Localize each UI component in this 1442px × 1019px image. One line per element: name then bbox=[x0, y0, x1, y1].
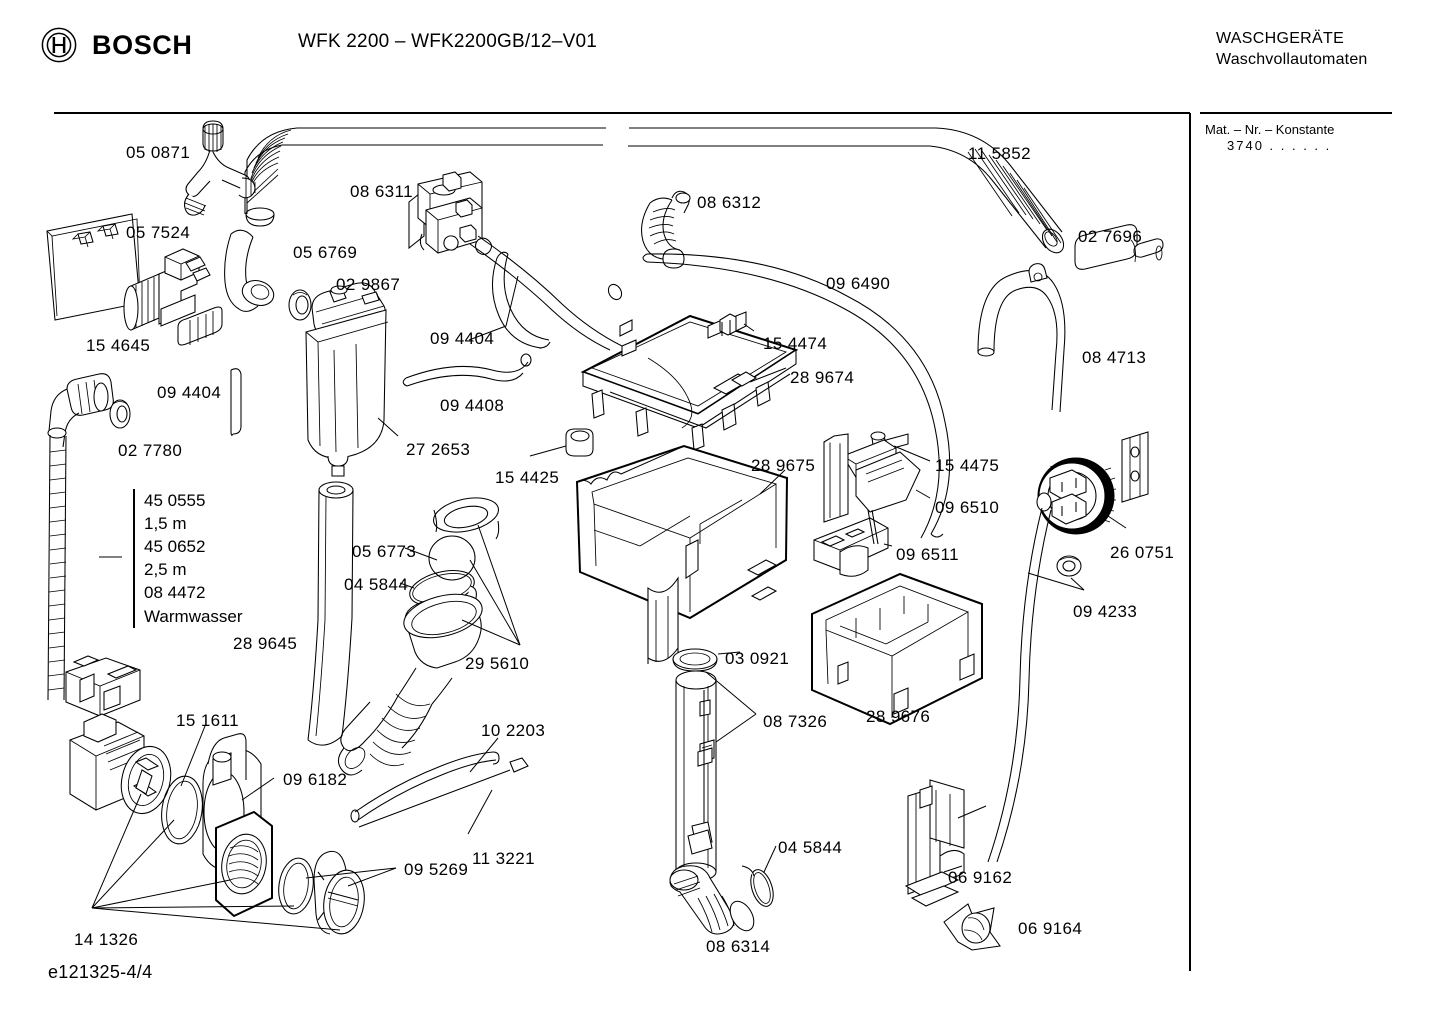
hose-spec-line: Warmwasser bbox=[144, 606, 243, 626]
part-number-label: 09 6511 bbox=[896, 545, 959, 564]
part-number-label: 15 4425 bbox=[495, 468, 560, 487]
part-number-label: 06 9164 bbox=[1018, 919, 1083, 938]
hose-spec-line: 2,5 m bbox=[144, 560, 187, 580]
part-154474-clip bbox=[707, 311, 755, 339]
part-086311-distributor-valve bbox=[408, 171, 493, 256]
part-number-label: 15 4475 bbox=[935, 456, 1000, 475]
drawing-code: e121325-4/4 bbox=[48, 962, 153, 982]
hose-spec-line: 45 0555 bbox=[144, 491, 206, 510]
mat-nr-value: 3740 . . . . . . bbox=[1227, 138, 1332, 154]
part-154475-pressure-sensor bbox=[870, 431, 931, 462]
panel-divider-rule bbox=[1189, 113, 1191, 971]
hose-spec-bracket bbox=[133, 489, 135, 628]
mat-nr-block: Mat. – Nr. – Konstante 3740 . . . . . . bbox=[1205, 122, 1334, 155]
part-number-label: 04 5844 bbox=[778, 838, 843, 857]
part-029867-seal-ring bbox=[288, 289, 312, 321]
part-number-label: 15 4474 bbox=[763, 334, 828, 353]
part-number-label: 08 7326 bbox=[763, 712, 828, 731]
part-number-label: 09 4404 bbox=[157, 383, 222, 402]
hose-spec-line: 08 4472 bbox=[144, 583, 206, 603]
part-number-label: 02 7696 bbox=[1078, 227, 1143, 246]
part-number-label: 09 4408 bbox=[440, 396, 505, 415]
part-number-label: 09 6490 bbox=[826, 274, 891, 293]
part-289645-riser-hose bbox=[307, 481, 354, 746]
part-number-label: 28 9645 bbox=[233, 634, 298, 653]
part-number-label: 08 6311 bbox=[350, 182, 413, 201]
part-number-label: 10 2203 bbox=[481, 721, 546, 740]
part-number-label: 15 1611 bbox=[176, 711, 239, 730]
part-number-label: 11 3221 bbox=[472, 849, 535, 868]
part-289675-drawer-housing bbox=[575, 444, 789, 664]
part-141326-pump-assembly bbox=[65, 655, 397, 935]
part-number-label: 28 9676 bbox=[866, 707, 931, 726]
part-096490-pressure-tube bbox=[642, 253, 951, 539]
part-084713-siphon-bracket bbox=[977, 263, 1074, 481]
brand-wordmark: BOSCH bbox=[92, 29, 193, 60]
part-087326-standpipe bbox=[672, 648, 757, 882]
part-number-label: 29 5610 bbox=[465, 654, 530, 673]
part-number-label: 05 6769 bbox=[293, 243, 358, 262]
part-289676-drawer-tray bbox=[811, 572, 983, 726]
brand-block: BOSCH bbox=[40, 26, 193, 64]
part-050871-tap-adapter bbox=[183, 120, 256, 216]
part-260751-pump-motor bbox=[987, 431, 1149, 863]
part-number-label: 08 6314 bbox=[706, 937, 771, 956]
part-number-label: 15 4645 bbox=[86, 336, 151, 355]
part-number-label: 04 5844 bbox=[344, 575, 409, 594]
part-number-label: 09 6510 bbox=[935, 498, 1000, 517]
part-number-label: 09 4404 bbox=[430, 329, 495, 348]
category-sub: Waschvollautomaten bbox=[1216, 51, 1368, 69]
part-number-label: 02 9867 bbox=[336, 275, 401, 294]
part-096510-holder bbox=[823, 433, 931, 523]
part-number-label: 11 5852 bbox=[968, 144, 1031, 163]
part-number-label: 02 7780 bbox=[118, 441, 183, 460]
part-number-label: 05 6773 bbox=[352, 542, 417, 561]
category-block: WASCHGERÄTE Waschvollautomaten bbox=[1216, 28, 1368, 70]
part-154425-bushing bbox=[529, 428, 594, 457]
part-number-label: 05 7524 bbox=[126, 223, 191, 242]
part-272653-water-distributor bbox=[305, 282, 399, 477]
hose-spec-line: 1,5 m bbox=[144, 514, 187, 534]
part-number-label: 27 2653 bbox=[406, 440, 471, 459]
part-number-label: 08 4713 bbox=[1082, 348, 1147, 367]
part-094408-hose bbox=[402, 353, 532, 387]
part-number-label: 03 0921 bbox=[725, 649, 790, 668]
mat-nr-label: Mat. – Nr. – Konstante bbox=[1205, 122, 1335, 137]
part-086314-drain-elbow bbox=[669, 845, 777, 935]
part-102203-113221-tube-rod bbox=[350, 737, 529, 835]
part-number-label: 14 1326 bbox=[74, 930, 139, 949]
part-number-label: 05 0871 bbox=[126, 143, 191, 162]
header-rule-left bbox=[54, 112, 1190, 114]
part-056769-elbow-hose bbox=[224, 229, 275, 312]
part-number-label: 09 6182 bbox=[283, 770, 348, 789]
part-number-label: 28 9674 bbox=[790, 368, 855, 387]
header-rule-right bbox=[1200, 112, 1392, 114]
part-number-label: 06 9162 bbox=[948, 868, 1013, 887]
part-number-label: 28 9675 bbox=[751, 456, 816, 475]
part-154645-inlet-valve bbox=[123, 248, 223, 346]
part-number-label: 09 5269 bbox=[404, 860, 469, 879]
bosch-armature-logo-icon bbox=[40, 26, 78, 64]
category-main: WASCHGERÄTE bbox=[1216, 30, 1345, 47]
part-number-label: 09 4233 bbox=[1073, 602, 1138, 621]
hose-spec-line: 45 0652 bbox=[144, 537, 206, 557]
model-designation: WFK 2200 – WFK2200GB/12–V01 bbox=[298, 31, 597, 52]
part-096511-bracket bbox=[813, 509, 893, 577]
part-086312-corrugated-elbow bbox=[641, 190, 691, 269]
part-number-label: 26 0751 bbox=[1110, 543, 1175, 562]
part-number-label: 08 6312 bbox=[697, 193, 762, 212]
part-069164-foot bbox=[943, 903, 1001, 951]
